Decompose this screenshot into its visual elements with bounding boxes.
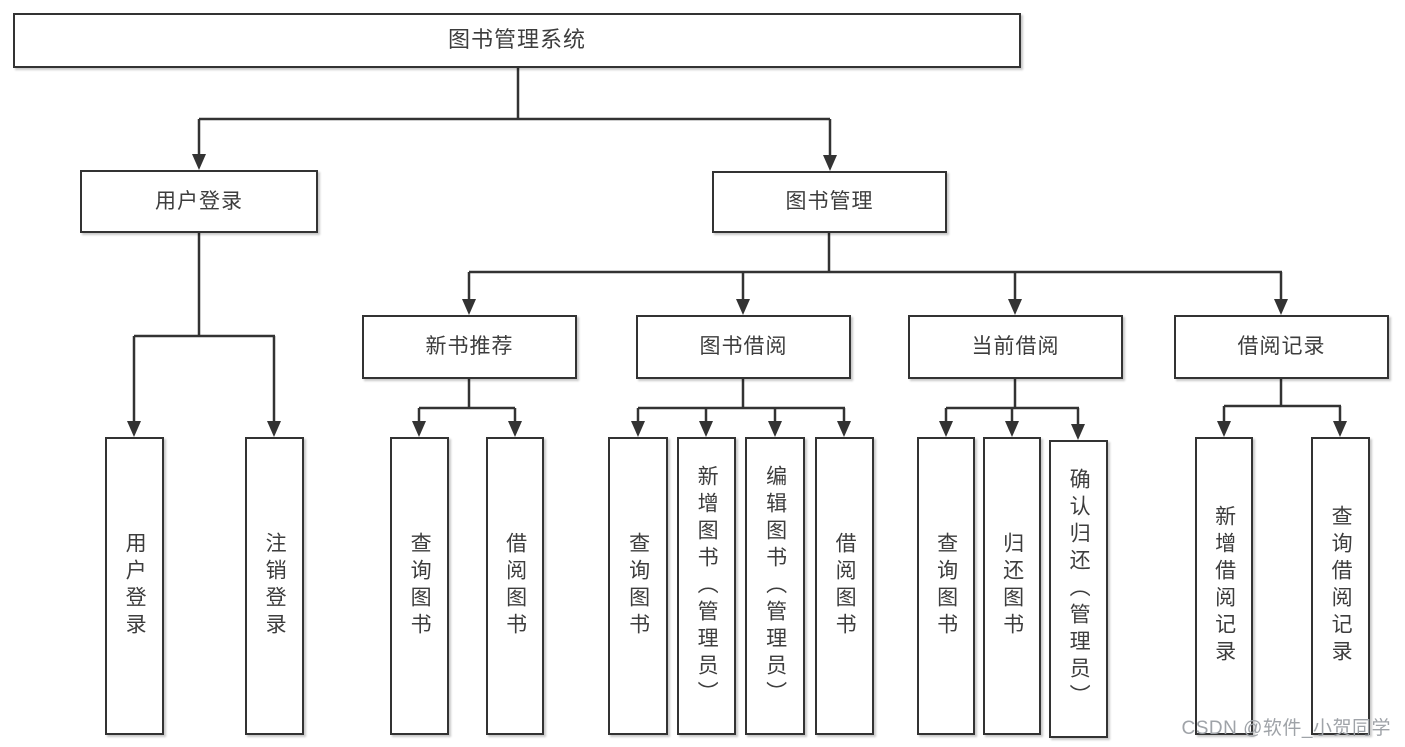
node-query-books: 查询图书 — [917, 437, 975, 735]
node-confirm-return-admin: 确认归还（管理员） — [1049, 440, 1108, 738]
connector-user-login-branch — [127, 233, 281, 437]
node-query-books: 查询图书 — [608, 437, 668, 735]
node-logout: 注销登录 — [245, 437, 304, 735]
node-library-management-system: 图书管理系统 — [13, 13, 1021, 68]
node-new-book-recommendation: 新书推荐 — [362, 315, 577, 379]
node-query-books: 查询图书 — [390, 437, 449, 735]
node-book-borrowing: 图书借阅 — [636, 315, 851, 379]
node-query-borrow-record: 查询借阅记录 — [1311, 437, 1370, 735]
node-add-borrow-record: 新增借阅记录 — [1195, 437, 1253, 735]
node-user-login-branch: 用户登录 — [80, 170, 318, 233]
node-borrowing-records: 借阅记录 — [1174, 315, 1389, 379]
node-borrow-books: 借阅图书 — [815, 437, 874, 735]
connector-book-borrow-branch — [631, 379, 851, 437]
node-edit-book-admin: 编辑图书（管理员） — [745, 437, 805, 735]
connector-root-to-level2 — [192, 68, 837, 171]
node-return-books: 归还图书 — [983, 437, 1041, 735]
watermark: CSDN @软件_小贺同学 — [1181, 718, 1391, 739]
connector-new-book-branch — [412, 379, 522, 437]
connector-current-borrow-branch — [939, 379, 1085, 440]
connector-borrow-record-branch — [1217, 379, 1347, 437]
node-book-management: 图书管理 — [712, 171, 947, 233]
node-borrow-books: 借阅图书 — [486, 437, 544, 735]
node-current-borrowing: 当前借阅 — [908, 315, 1123, 379]
connector-book-management-branch — [462, 233, 1288, 315]
node-user-login: 用户登录 — [105, 437, 164, 735]
node-add-book-admin: 新增图书（管理员） — [677, 437, 736, 735]
